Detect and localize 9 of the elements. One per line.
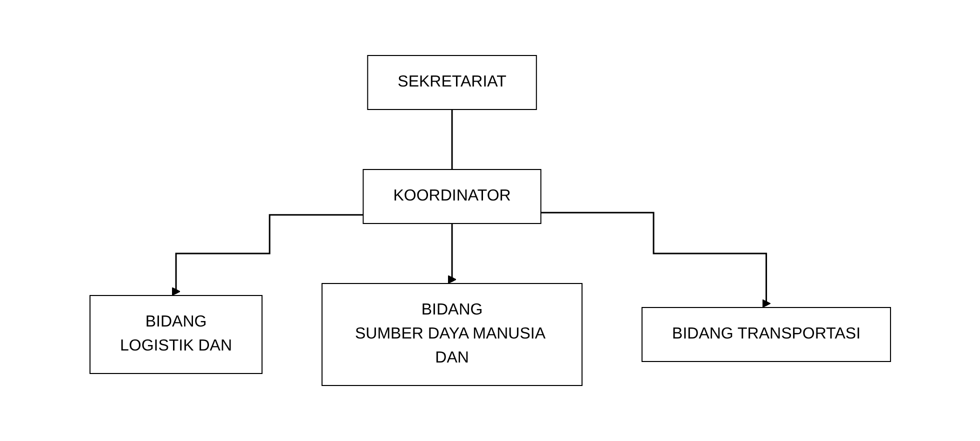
node-box: BIDANG TRANSPORTASI: [641, 307, 891, 362]
node-box: BIDANG SUMBER DAYA MANUSIA DAN: [321, 283, 582, 386]
node-box: BIDANG LOGISTIK DAN: [89, 295, 262, 374]
arrow: [171, 214, 363, 296]
arrow: [540, 212, 770, 308]
node-box: SEKRETARIAT: [366, 55, 537, 110]
node-box: KOORDINATOR: [362, 169, 542, 224]
connector: [451, 108, 453, 170]
arrow: [447, 222, 456, 284]
